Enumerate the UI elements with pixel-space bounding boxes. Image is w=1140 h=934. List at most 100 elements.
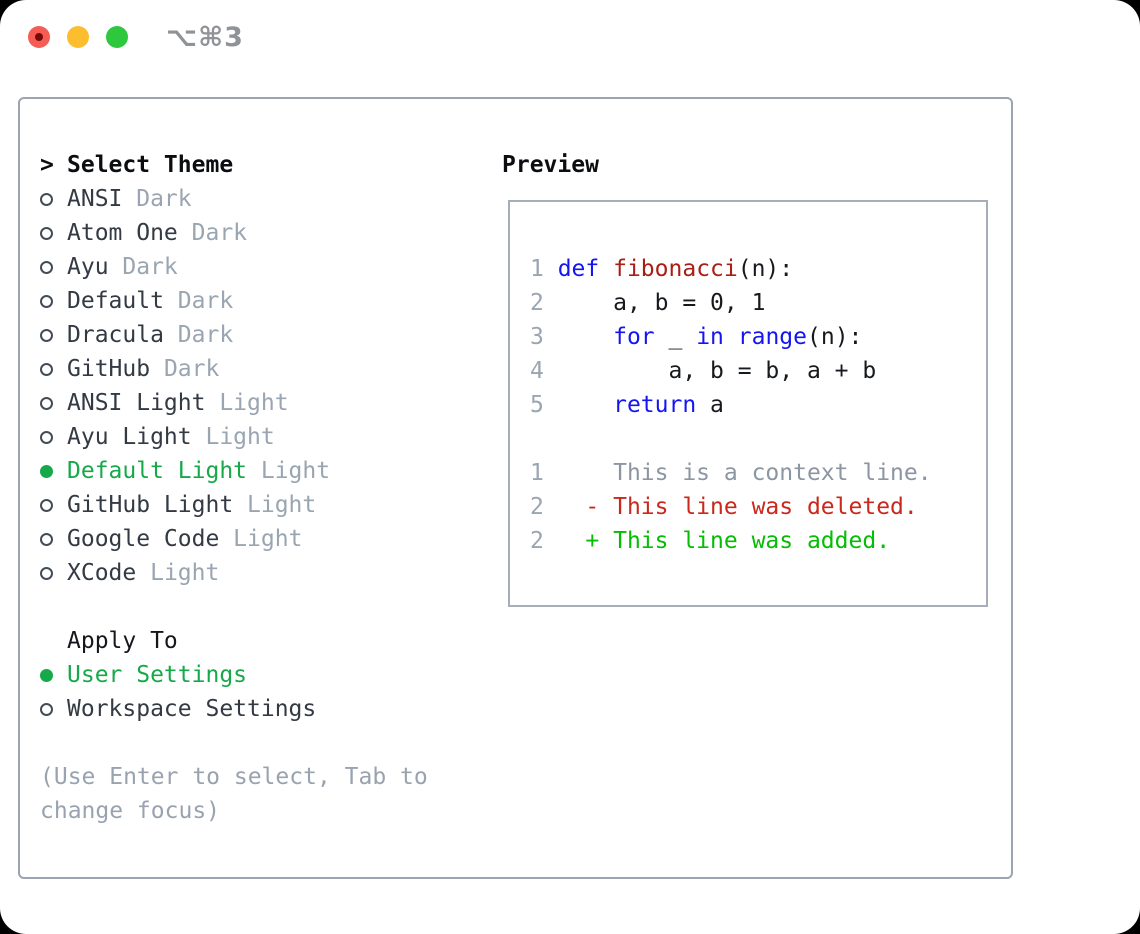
code-token-kw: in	[696, 324, 724, 350]
zoom-button[interactable]	[106, 26, 128, 48]
theme-name: GitHub Light	[67, 492, 234, 518]
theme-variant-tag: Dark	[177, 220, 248, 246]
theme-option-github[interactable]: GitHub Dark	[40, 352, 428, 386]
theme-name: Default	[67, 288, 164, 314]
theme-variant-tag: Light	[205, 390, 289, 416]
line-number: 3	[530, 324, 558, 350]
theme-option-ansi[interactable]: ANSI Dark	[40, 182, 428, 216]
line-number: 2	[530, 494, 558, 520]
titlebar: ⌥⌘3	[0, 0, 1140, 76]
code-token-ctx: This is a context line.	[557, 460, 932, 486]
code-line	[530, 422, 986, 456]
line-number: 2	[530, 290, 558, 316]
code-line: 2 + This line was added.	[530, 524, 986, 558]
theme-variant-tag: Dark	[122, 186, 192, 212]
code-line: 5 return a	[530, 388, 986, 422]
theme-name: ANSI Light	[67, 390, 206, 416]
theme-name: Google Code	[67, 526, 220, 552]
line-number: 1	[530, 256, 558, 282]
code-token-fn: fibonacci	[613, 256, 738, 282]
theme-option-ayu-light[interactable]: Ayu Light Light	[40, 420, 428, 454]
theme-variant-tag: Light	[219, 526, 303, 552]
radio-selected-icon	[40, 668, 53, 682]
radio-selected-icon	[40, 464, 53, 478]
code-token-pl	[724, 320, 738, 354]
radio-unselected-icon	[40, 192, 53, 206]
select-theme-header-row: > Select Theme	[40, 148, 428, 182]
code-token-pl: (n):	[737, 256, 794, 282]
theme-name: Atom One	[67, 220, 178, 246]
code-line: 2 - This line was deleted.	[530, 490, 986, 524]
preview-title: Preview	[502, 152, 599, 178]
theme-variant-tag: Light	[247, 458, 331, 484]
theme-name: ANSI	[67, 186, 123, 212]
radio-unselected-icon	[40, 396, 53, 410]
theme-option-xcode[interactable]: XCode Light	[40, 556, 428, 590]
code-token-pl	[558, 388, 613, 422]
theme-option-ansi-light[interactable]: ANSI Light Light	[40, 386, 428, 420]
theme-option-dracula[interactable]: Dracula Dark	[40, 318, 428, 352]
theme-option-atom-one[interactable]: Atom One Dark	[40, 216, 428, 250]
theme-variant-tag: Dark	[150, 356, 220, 382]
theme-variant-tag: Light	[191, 424, 275, 450]
radio-unselected-icon	[40, 566, 53, 580]
theme-variant-tag: Dark	[163, 288, 234, 314]
theme-option-github-light[interactable]: GitHub Light Light	[40, 488, 428, 522]
radio-unselected-icon	[40, 226, 53, 240]
radio-unselected-icon	[40, 498, 53, 512]
code-line: 2 a, b = 0, 1	[530, 286, 986, 320]
radio-unselected-icon	[40, 328, 53, 342]
code-token-kw: def	[557, 256, 600, 282]
theme-variant-tag: Light	[233, 492, 317, 518]
close-dot-icon	[35, 33, 43, 41]
theme-option-google-code[interactable]: Google Code Light	[40, 522, 428, 556]
theme-name: Ayu Light	[67, 424, 192, 450]
apply-option-label: User Settings	[67, 662, 248, 688]
code-token-pl: a, b = b, a + b	[557, 358, 877, 384]
minimize-button[interactable]	[67, 26, 89, 48]
window-title: ⌥⌘3	[166, 22, 244, 53]
radio-unselected-icon	[40, 260, 53, 274]
theme-option-default[interactable]: Default Dark	[40, 284, 428, 318]
radio-unselected-icon	[40, 362, 53, 376]
theme-name: GitHub	[67, 356, 151, 382]
theme-name: Default Light	[67, 458, 248, 484]
prompt-chevron-icon: >	[40, 152, 54, 178]
line-number: 4	[530, 358, 558, 384]
theme-name: Ayu	[67, 254, 109, 280]
code-line: 1 def fibonacci(n):	[530, 252, 986, 286]
code-token-kw: for	[613, 324, 655, 350]
code-line: 3 for _ in range(n):	[530, 320, 986, 354]
apply-to-title: Apply To	[67, 628, 178, 654]
code-token-kw: return	[613, 392, 697, 418]
radio-unselected-icon	[40, 294, 53, 308]
apply-option-workspace-settings[interactable]: Workspace Settings	[40, 692, 428, 726]
radio-unselected-icon	[40, 702, 53, 716]
code-line: 4 a, b = b, a + b	[530, 354, 986, 388]
code-line: 1 This is a context line.	[530, 456, 986, 490]
code-token-pl: a	[696, 392, 724, 418]
theme-option-default-light[interactable]: Default Light Light	[40, 454, 428, 488]
theme-variant-tag: Light	[136, 560, 220, 586]
apply-option-user-settings[interactable]: User Settings	[40, 658, 428, 692]
line-number: 1	[530, 460, 558, 486]
apply-option-label: Workspace Settings	[67, 696, 317, 722]
close-button[interactable]	[28, 26, 50, 48]
hint-block: (Use Enter to select, Tab to change focu…	[40, 760, 428, 828]
code-token-pl	[599, 252, 613, 286]
radio-unselected-icon	[40, 430, 53, 444]
hint-line: change focus)	[40, 798, 221, 824]
theme-name: XCode	[67, 560, 137, 586]
theme-option-ayu[interactable]: Ayu Dark	[40, 250, 428, 284]
code-token-kw: range	[737, 324, 807, 350]
code-token-pl: _	[654, 324, 697, 350]
line-number: 5	[530, 392, 558, 418]
theme-variant-tag: Dark	[108, 254, 178, 280]
code-token-pl	[558, 320, 613, 354]
